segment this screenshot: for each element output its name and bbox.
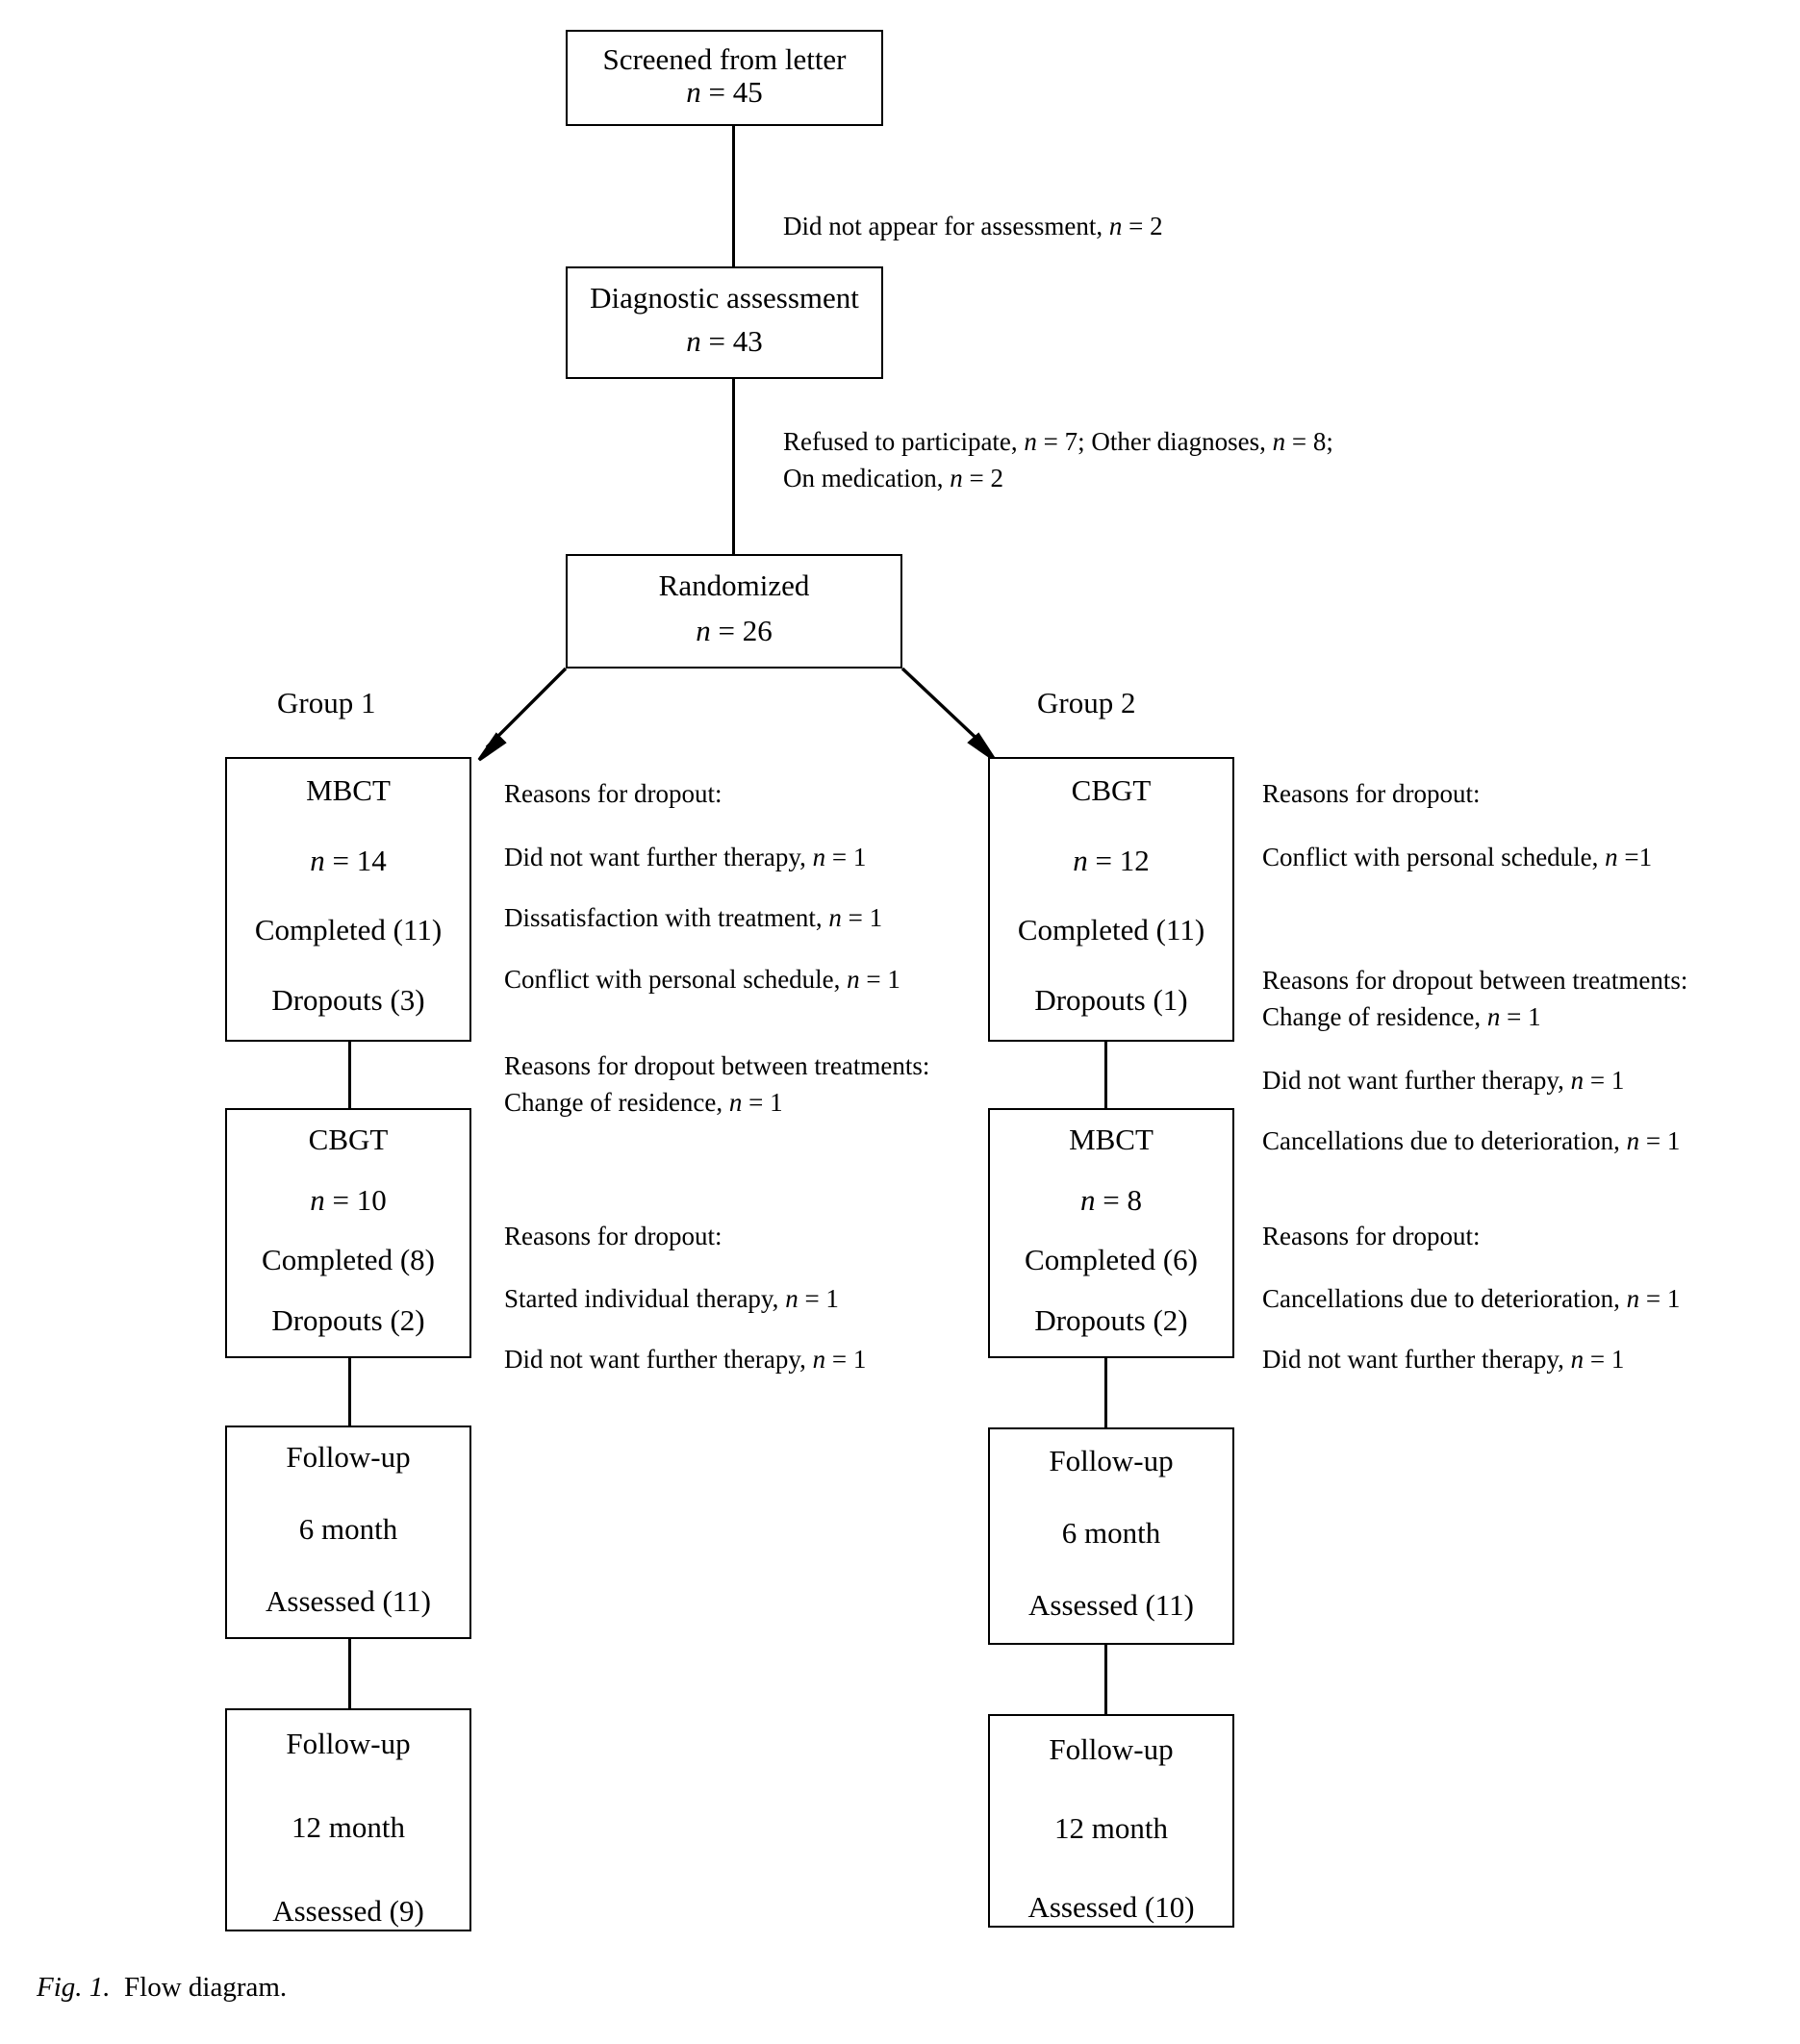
arrow-left-head	[477, 732, 507, 762]
box-left-fu12-title: Follow-up	[286, 1727, 411, 1760]
box-left-followup-6month: Follow-up 6 month Assessed (11)	[225, 1426, 471, 1639]
box-left-followup-12month: Follow-up 12 month Assessed (9)	[225, 1708, 471, 1931]
connector-left-t2-to-fu6	[348, 1358, 351, 1426]
connector-diagnostic-to-randomized	[732, 378, 735, 555]
box-screened-n: n = 45	[686, 75, 763, 110]
box-left-fu12-period: 12 month	[292, 1810, 405, 1845]
note-exclusion-after-screening: Did not appear for assessment, n = 2	[783, 212, 1163, 240]
figure-caption: Fig. 1. Flow diagram.	[37, 1972, 287, 2004]
box-left-fu6-assessed: Assessed (11)	[266, 1583, 431, 1618]
box-randomized-n: n = 26	[696, 613, 773, 647]
connector-screened-to-diagnostic	[732, 125, 735, 267]
connector-right-t2-to-fu6	[1104, 1358, 1107, 1427]
note-left-t1-dropout-heading: Reasons for dropout:	[504, 779, 723, 808]
box-right-t2-title: MBCT	[1069, 1123, 1154, 1156]
box-left-t2-dropouts: Dropouts (2)	[271, 1302, 425, 1337]
note-left-between-heading: Reasons for dropout between treatments:	[504, 1051, 930, 1080]
arrow-left-line	[485, 667, 568, 749]
box-left-treatment-1: MBCT n = 14 Completed (11) Dropouts (3)	[225, 757, 471, 1042]
note-left-t2-dropout-heading: Reasons for dropout:	[504, 1222, 723, 1250]
connector-right-t1-to-t2	[1104, 1042, 1107, 1109]
box-diagnostic-title: Diagnostic assessment	[590, 281, 859, 315]
note-left-between-reason-1: Change of residence, n = 1	[504, 1088, 783, 1118]
note-right-between-treatments: Reasons for dropout between treatments: …	[1262, 962, 1687, 1036]
box-left-t1-n: n = 14	[310, 843, 387, 877]
box-right-fu6-assessed: Assessed (11)	[1028, 1587, 1194, 1622]
note-left-t2-reason-2: Did not want further therapy, n = 1	[504, 1345, 867, 1374]
box-screened-title: Screened from letter	[602, 42, 847, 76]
note-left-t1-reason-3: Conflict with personal schedule, n = 1	[504, 965, 900, 994]
box-right-t1-title: CBGT	[1071, 773, 1152, 807]
box-right-followup-6month: Follow-up 6 month Assessed (11)	[988, 1427, 1234, 1645]
note-right-between-reason-2: Did not want further therapy, n = 1	[1262, 1066, 1625, 1095]
box-right-fu6-period: 6 month	[1061, 1515, 1161, 1550]
note-left-t1-reason-2: Dissatisfaction with treatment, n = 1	[504, 903, 883, 932]
note-right-between-reason-3: Cancellations due to deterioration, n = …	[1262, 1126, 1681, 1155]
figure-caption-label: Fig. 1.	[37, 1972, 111, 2003]
box-left-fu6-period: 6 month	[298, 1511, 398, 1546]
note-exclusion-line-1: Refused to participate, n = 7; Other dia…	[783, 427, 1333, 456]
arrow-right-line	[900, 667, 988, 749]
box-right-followup-12month: Follow-up 12 month Assessed (10)	[988, 1714, 1234, 1928]
note-exclusion-line-2: On medication, n = 2	[783, 464, 1003, 493]
box-left-t1-completed: Completed (11)	[254, 913, 443, 947]
group-label-left: Group 1	[277, 686, 376, 719]
box-left-t1-title: MBCT	[306, 773, 391, 807]
note-left-between-treatments: Reasons for dropout between treatments: …	[504, 1047, 929, 1122]
box-right-treatment-2: MBCT n = 8 Completed (6) Dropouts (2)	[988, 1108, 1234, 1358]
box-right-t2-completed: Completed (6)	[1025, 1243, 1198, 1277]
note-right-t2-reason-2: Did not want further therapy, n = 1	[1262, 1345, 1625, 1374]
box-diagnostic-n: n = 43	[686, 323, 763, 358]
group-label-right: Group 2	[1037, 686, 1136, 719]
box-randomized-title: Randomized	[658, 568, 810, 602]
box-right-fu12-period: 12 month	[1054, 1811, 1168, 1846]
connector-left-fu6-to-fu12	[348, 1639, 351, 1708]
box-right-treatment-1: CBGT n = 12 Completed (11) Dropouts (1)	[988, 757, 1234, 1042]
box-right-fu12-assessed: Assessed (10)	[1027, 1890, 1195, 1925]
box-right-fu6-title: Follow-up	[1049, 1444, 1174, 1477]
box-left-fu6-title: Follow-up	[286, 1440, 411, 1474]
connector-left-t1-to-t2	[348, 1042, 351, 1109]
note-right-between-reason-1: Change of residence, n = 1	[1262, 1002, 1541, 1032]
figure-caption-text: Flow diagram.	[124, 1972, 288, 2003]
box-left-t2-n: n = 10	[310, 1182, 387, 1217]
note-right-t2-dropout-heading: Reasons for dropout:	[1262, 1222, 1481, 1250]
box-diagnostic-assessment: Diagnostic assessment n = 43	[566, 266, 883, 379]
box-left-t2-completed: Completed (8)	[262, 1243, 435, 1277]
box-right-t2-dropouts: Dropouts (2)	[1034, 1302, 1188, 1337]
box-left-treatment-2: CBGT n = 10 Completed (8) Dropouts (2)	[225, 1108, 471, 1358]
box-right-t1-dropouts: Dropouts (1)	[1034, 982, 1188, 1017]
connector-right-fu6-to-fu12	[1104, 1645, 1107, 1714]
box-left-fu12-assessed: Assessed (9)	[272, 1894, 424, 1929]
note-left-t2-reason-1: Started individual therapy, n = 1	[504, 1284, 839, 1313]
box-screened-from-letter: Screened from letter n = 45	[566, 30, 883, 126]
note-right-t1-reason-1: Conflict with personal schedule, n =1	[1262, 843, 1653, 871]
box-left-t2-title: CBGT	[308, 1123, 389, 1156]
note-right-between-heading: Reasons for dropout between treatments:	[1262, 966, 1688, 995]
box-right-t2-n: n = 8	[1080, 1182, 1142, 1217]
note-exclusion-after-assessment: Refused to participate, n = 7; Other dia…	[783, 423, 1333, 497]
note-right-t2-reason-1: Cancellations due to deterioration, n = …	[1262, 1284, 1681, 1313]
box-left-t1-dropouts: Dropouts (3)	[271, 982, 425, 1017]
note-right-t1-dropout-heading: Reasons for dropout:	[1262, 779, 1481, 808]
box-randomized: Randomized n = 26	[566, 554, 902, 669]
box-right-fu12-title: Follow-up	[1049, 1732, 1174, 1766]
box-right-t1-n: n = 12	[1073, 843, 1150, 877]
box-right-t1-completed: Completed (11)	[1017, 913, 1205, 947]
note-left-t1-reason-1: Did not want further therapy, n = 1	[504, 843, 867, 871]
